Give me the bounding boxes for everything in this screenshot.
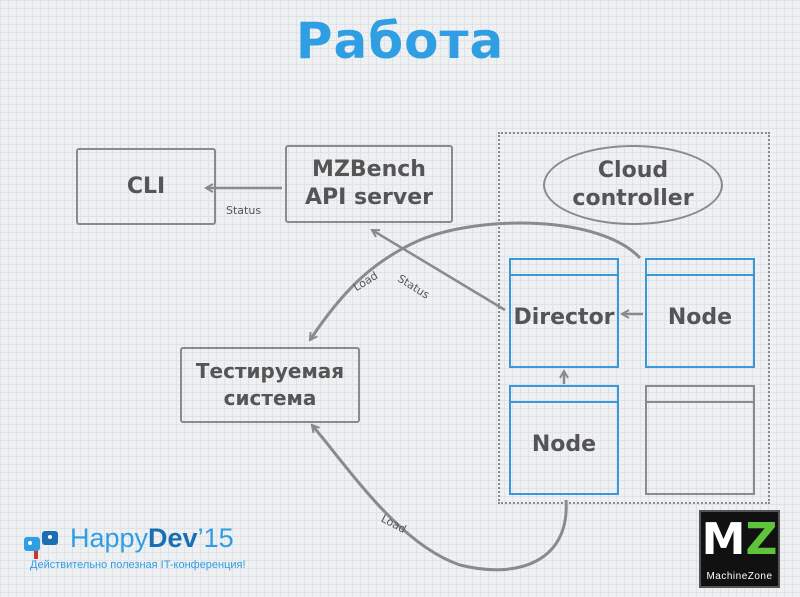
cli-label: CLI <box>126 174 166 199</box>
api-server-label-1: MZBench <box>312 157 426 182</box>
node-right-label: Node <box>667 304 733 330</box>
edge-label-status-cli: Status <box>226 204 262 217</box>
cli-node: CLI <box>76 148 216 225</box>
happydev-wordmark: HappyDev’15 <box>70 523 234 554</box>
happydev-year: ’15 <box>197 523 234 553</box>
mz-name: MachineZone <box>706 571 773 582</box>
happydev-logo: HappyDev’15 Действительно полезная IT-ко… <box>20 523 270 578</box>
happydev-tagline: Действительно полезная IT-конференция! <box>30 559 246 571</box>
node-bottom-label: Node <box>531 431 597 457</box>
api-server-node: MZBench API server <box>285 145 453 223</box>
edge-load-bottom <box>312 425 568 572</box>
cloud-controller-label-2: controller <box>572 186 694 211</box>
mz-mark: MZ <box>701 514 778 565</box>
cloud-controller-node: Cloud controller <box>543 145 723 225</box>
api-server-label-2: API server <box>305 185 433 210</box>
page-title: Работа <box>295 12 505 70</box>
edge-status-director-to-api <box>372 228 506 312</box>
mz-mark-m: M <box>701 514 746 565</box>
system-under-test-node: Тестируемая система <box>180 347 360 423</box>
edge-load-top <box>308 221 642 340</box>
cloud-region <box>498 132 770 504</box>
mz-mark-z: Z <box>745 514 778 565</box>
machinezone-logo: MZ MachineZone <box>699 510 780 588</box>
cloud-controller-label-1: Cloud <box>597 158 669 183</box>
director-node: Director <box>509 258 619 368</box>
sut-label-2: система <box>223 386 317 410</box>
node-bottom: Node <box>509 385 619 495</box>
node-right: Node <box>645 258 755 368</box>
happydev-prefix: Happy <box>70 523 149 553</box>
sut-label-1: Тестируемая <box>195 359 345 383</box>
happydev-robot-icon <box>24 531 58 559</box>
director-label: Director <box>513 304 615 330</box>
empty-node <box>645 385 755 495</box>
happydev-bold: Dev <box>148 523 198 553</box>
